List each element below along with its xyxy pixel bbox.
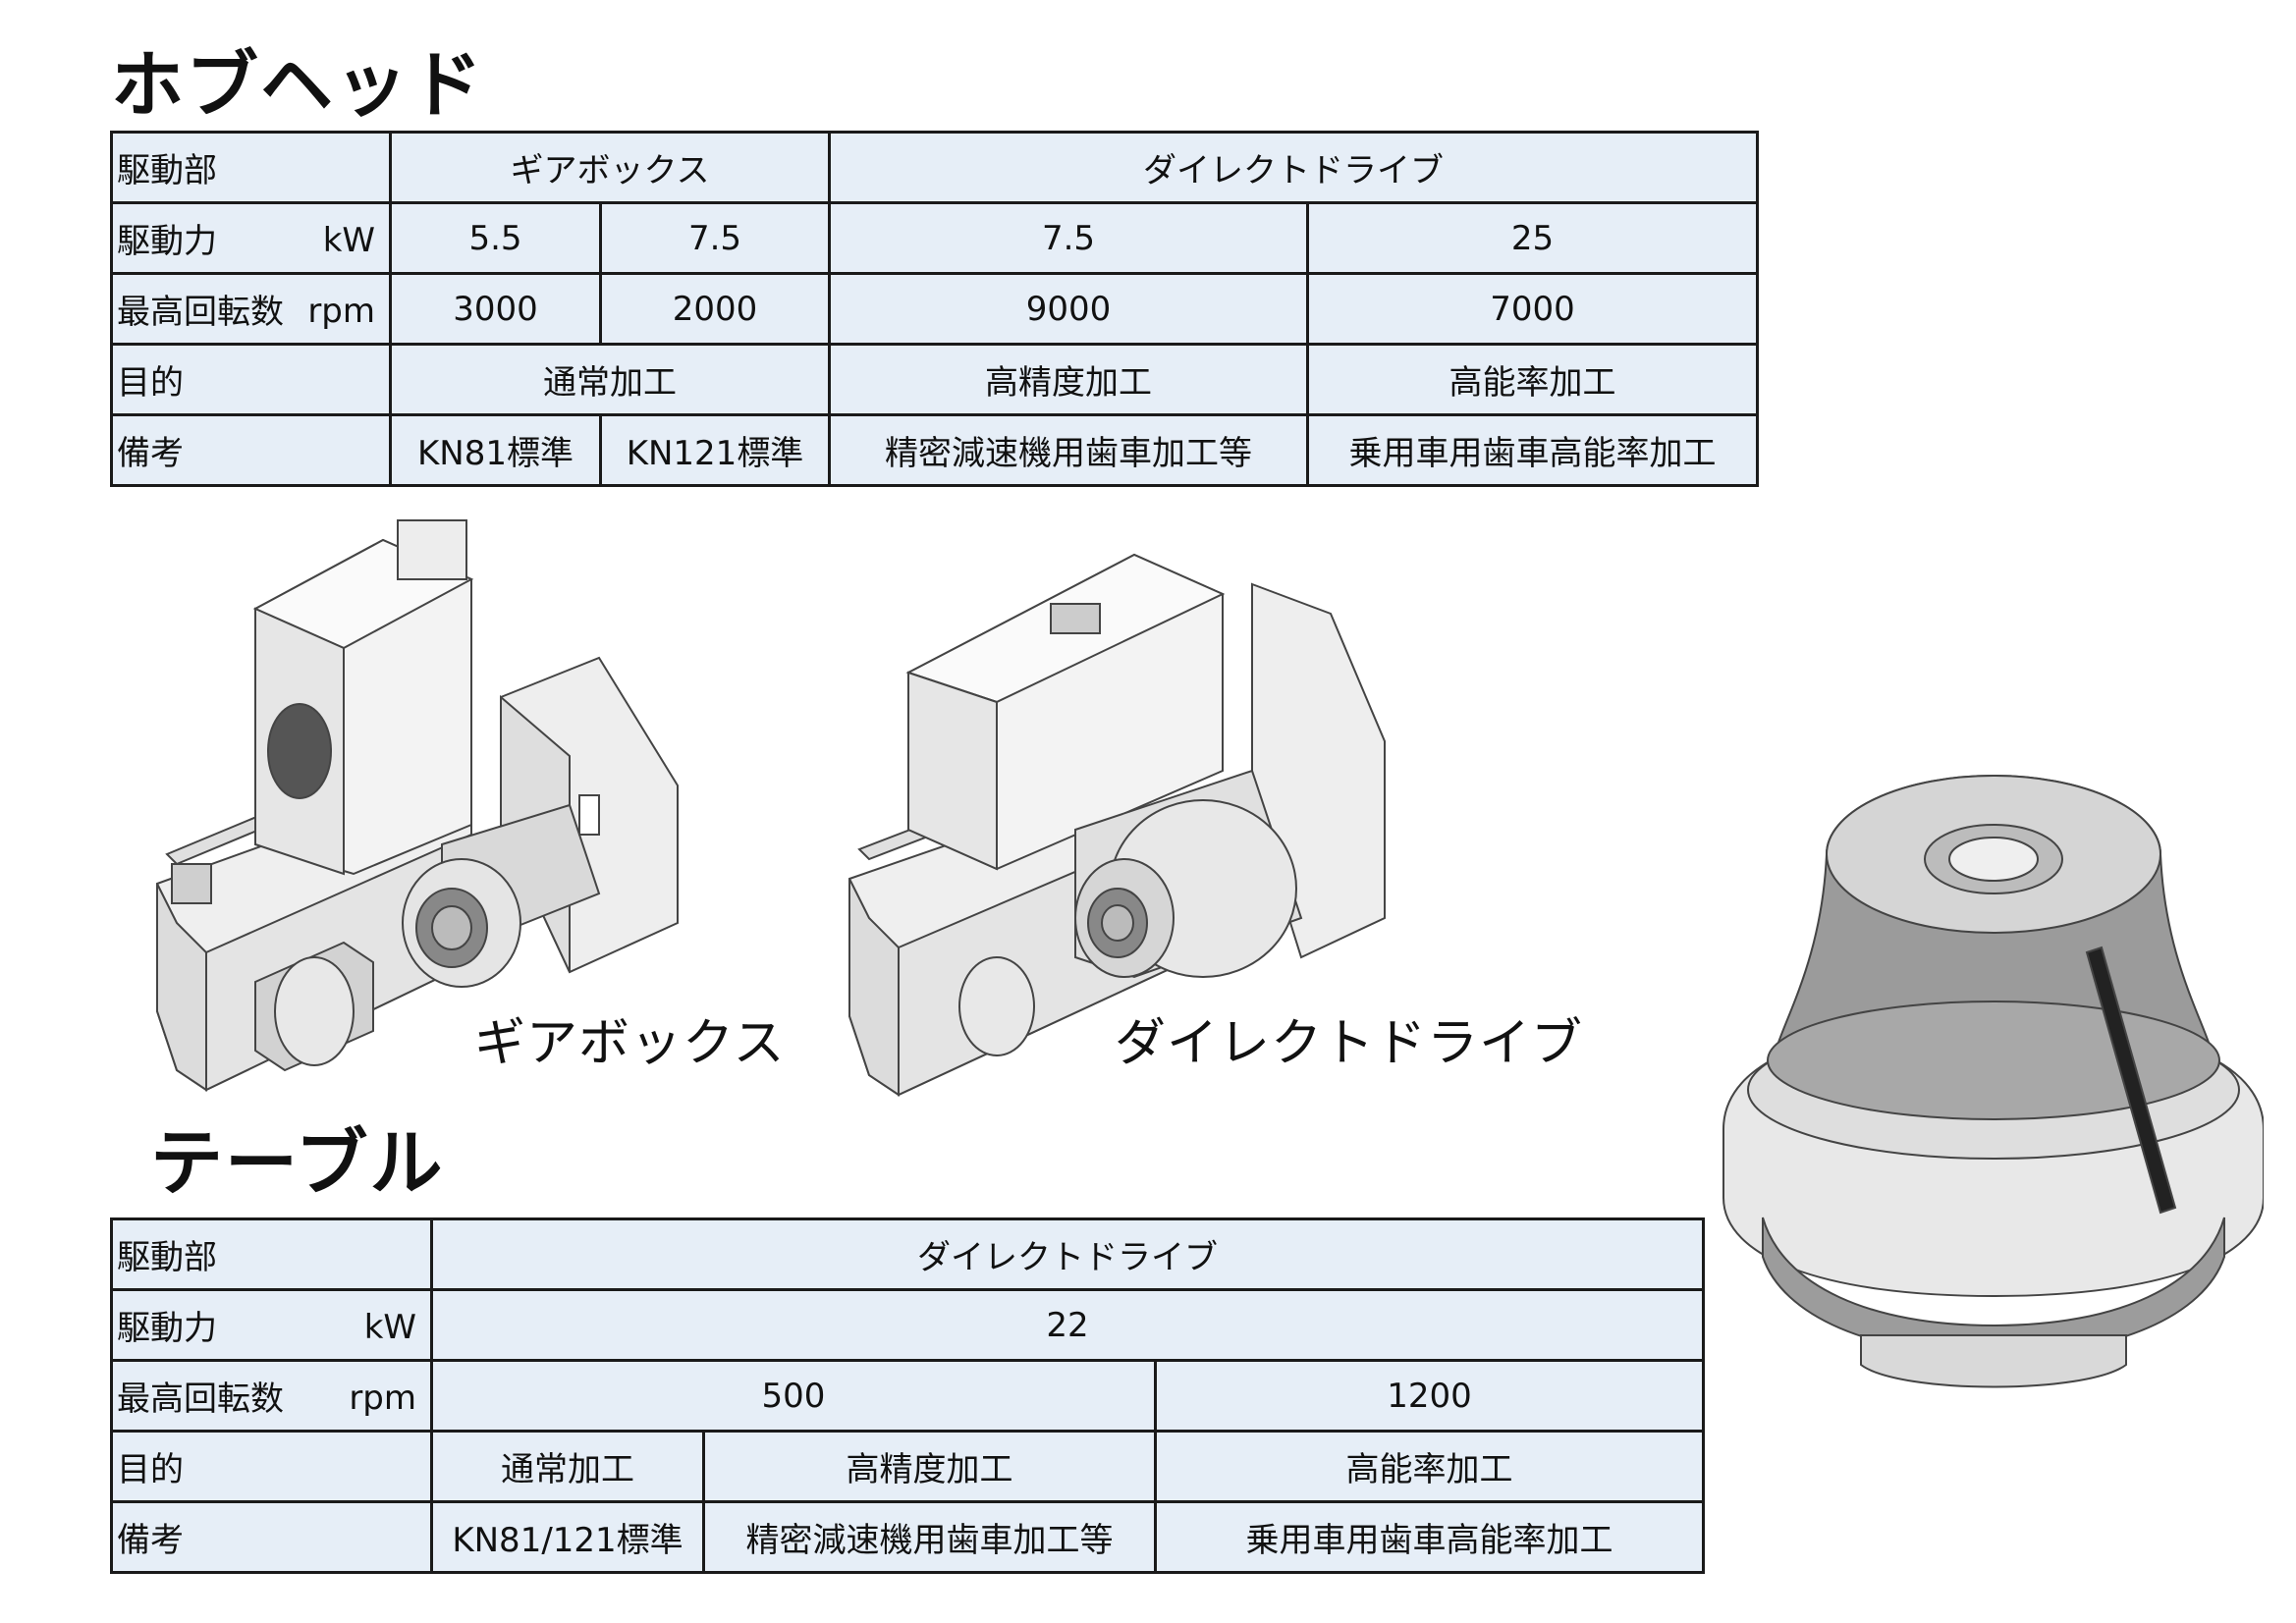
- cell-speed-1: 3000: [389, 272, 602, 346]
- row-label-purpose: 目的: [110, 343, 392, 416]
- cell-power: 22: [430, 1288, 1705, 1362]
- cell-speed-4: 7000: [1306, 272, 1760, 346]
- cell-power-3: 7.5: [828, 201, 1310, 275]
- cell-power-4: 25: [1306, 201, 1760, 275]
- table-row: 駆動力 kW 5.5 7.5 7.5 25: [110, 201, 1760, 275]
- row-label-remarks: 備考: [110, 413, 392, 487]
- table-row: 備考 KN81/121標準 精密減速機用歯車加工等 乗用車用歯車高能率加工: [110, 1500, 1705, 1574]
- cell-power-2: 7.5: [598, 201, 832, 275]
- cell-purpose-2: 高精度加工: [828, 343, 1310, 416]
- cell-remarks-2: 精密減速機用歯車加工等: [702, 1500, 1157, 1574]
- row-label-purpose: 目的: [110, 1430, 433, 1503]
- cell-direct-drive: ダイレクトドライブ: [430, 1217, 1705, 1291]
- cell-remarks-3: 乗用車用歯車高能率加工: [1154, 1500, 1705, 1574]
- table-row: 目的 通常加工 高精度加工 高能率加工: [110, 343, 1760, 416]
- table-title: テーブル: [150, 1121, 445, 1206]
- label-text: 最高回転数: [117, 1380, 284, 1419]
- row-label-remarks: 備考: [110, 1500, 433, 1574]
- rotary-table-illustration: [1722, 775, 2264, 1388]
- cell-speed-2: 1200: [1154, 1359, 1705, 1433]
- cell-purpose-1: 通常加工: [430, 1430, 705, 1503]
- cell-purpose-1: 通常加工: [388, 343, 832, 416]
- hob-head-spec-table: 駆動部 ギアボックス ダイレクトドライブ 駆動力 kW 5.5 7.5 7.5 2…: [110, 131, 1760, 487]
- table-row: 目的 通常加工 高精度加工 高能率加工: [110, 1430, 1705, 1503]
- unit-kw: kW: [322, 221, 375, 260]
- cell-purpose-3: 高能率加工: [1154, 1430, 1705, 1503]
- table-row: 駆動部 ギアボックス ダイレクトドライブ: [110, 131, 1760, 204]
- cell-remarks-4: 乗用車用歯車高能率加工: [1306, 413, 1760, 487]
- cell-gearbox: ギアボックス: [388, 131, 832, 204]
- cell-speed-3: 9000: [828, 272, 1310, 346]
- table-row: 駆動部 ダイレクトドライブ: [110, 1217, 1705, 1291]
- cell-remarks-3: 精密減速機用歯車加工等: [828, 413, 1310, 487]
- cell-direct-drive: ダイレクトドライブ: [828, 131, 1760, 204]
- table-row: 最高回転数 rpm 3000 2000 9000 7000: [110, 272, 1760, 346]
- row-label-drive: 駆動部: [110, 1217, 433, 1291]
- cell-speed-1: 500: [430, 1359, 1157, 1433]
- direct-drive-hob-head-illustration: [848, 553, 1386, 1097]
- gearbox-hob-head-illustration: [156, 519, 679, 1092]
- cell-remarks-1: KN81/121標準: [430, 1500, 705, 1574]
- cell-purpose-3: 高能率加工: [1306, 343, 1760, 416]
- table-row: 駆動力 kW 22: [110, 1288, 1705, 1362]
- row-label-speed: 最高回転数 rpm: [110, 272, 392, 346]
- unit-kw: kW: [363, 1308, 416, 1347]
- cell-purpose-2: 高精度加工: [702, 1430, 1157, 1503]
- unit-rpm: rpm: [349, 1379, 416, 1418]
- cell-remarks-2: KN121標準: [598, 413, 832, 487]
- row-label-power: 駆動力 kW: [110, 1288, 433, 1362]
- caption-gearbox: ギアボックス: [474, 1014, 786, 1073]
- label-text: 最高回転数: [117, 293, 284, 332]
- row-label-power: 駆動力 kW: [110, 201, 392, 275]
- table-row: 最高回転数 rpm 500 1200: [110, 1359, 1705, 1433]
- row-label-drive: 駆動部: [110, 131, 392, 204]
- table-spec-table: 駆動部 ダイレクトドライブ 駆動力 kW 22 最高回転数 rpm 500 1200…: [110, 1217, 1705, 1574]
- cell-power-1: 5.5: [389, 201, 602, 275]
- label-text: 駆動力: [117, 222, 217, 261]
- cell-speed-2: 2000: [598, 272, 832, 346]
- table-row: 備考 KN81標準 KN121標準 精密減速機用歯車加工等 乗用車用歯車高能率加…: [110, 413, 1760, 487]
- unit-rpm: rpm: [307, 292, 375, 331]
- hob-head-title: ホブヘッド: [111, 43, 484, 128]
- label-text: 駆動力: [117, 1309, 217, 1348]
- row-label-speed: 最高回転数 rpm: [110, 1359, 433, 1433]
- caption-direct-drive: ダイレクトドライブ: [1115, 1014, 1584, 1073]
- cell-remarks-1: KN81標準: [389, 413, 602, 487]
